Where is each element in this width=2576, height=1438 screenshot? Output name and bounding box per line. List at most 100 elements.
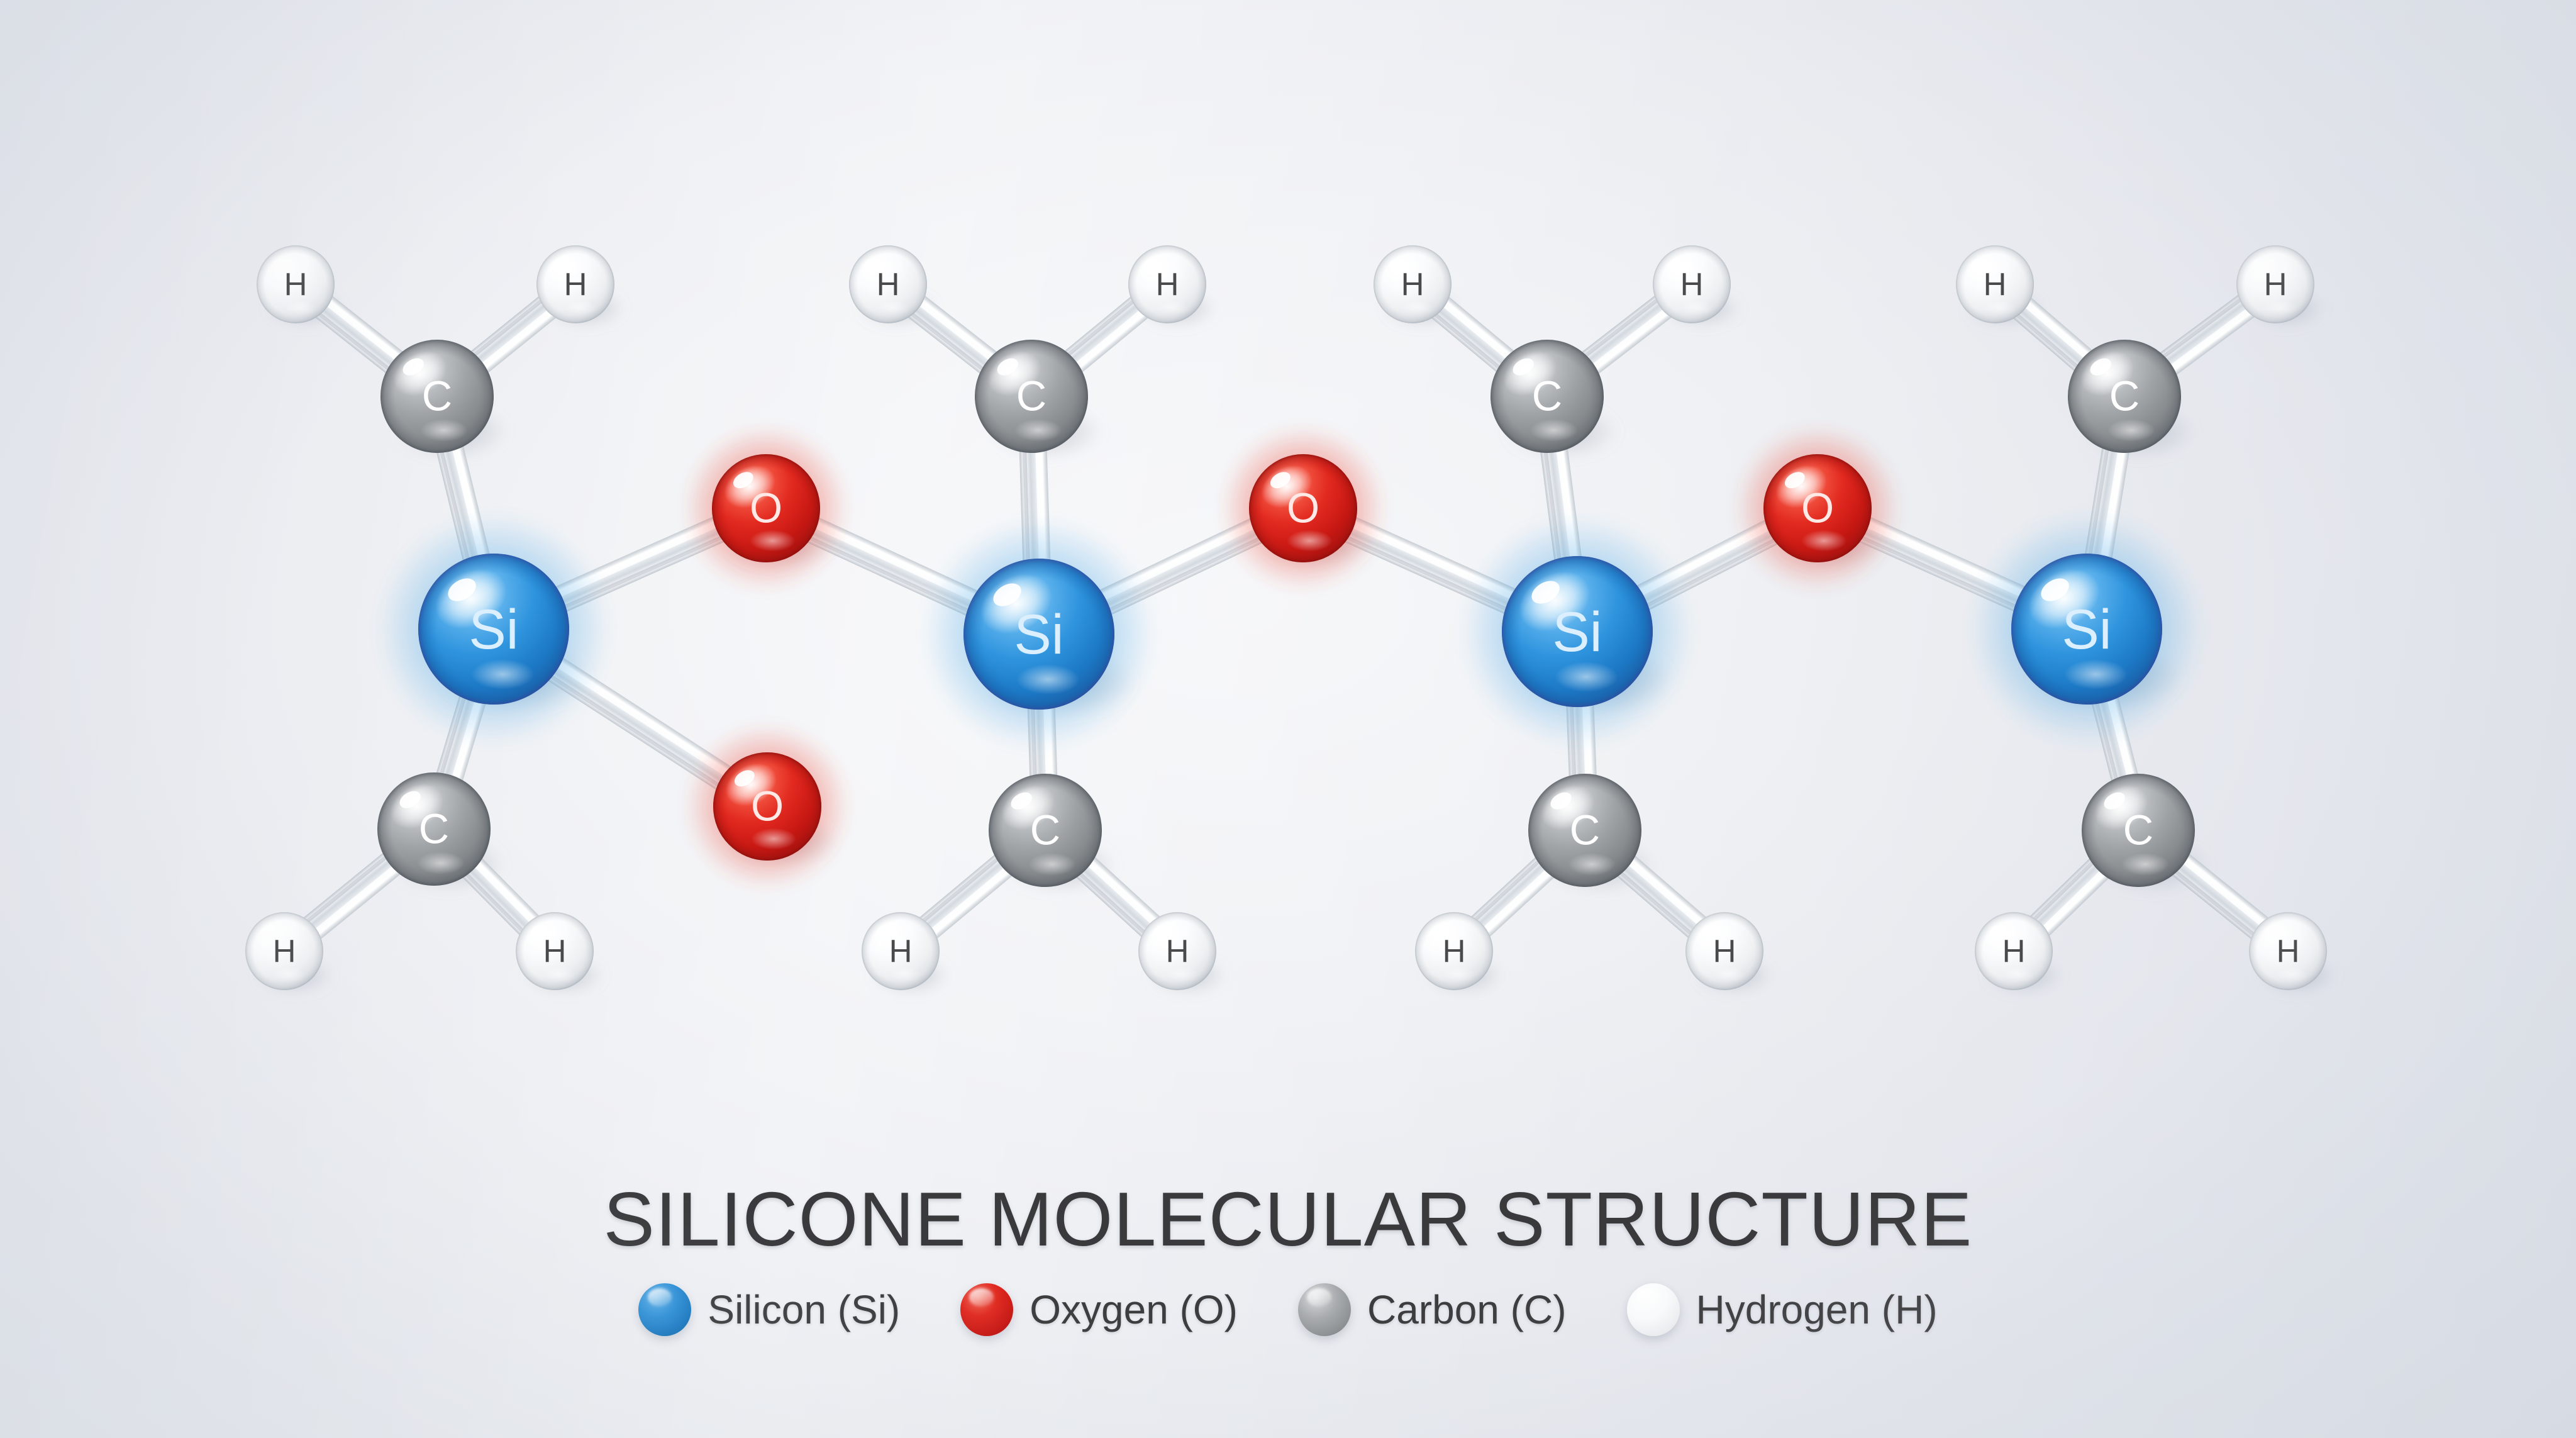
sphere-highlight xyxy=(1984,920,2021,951)
sphere-highlight xyxy=(980,574,1052,634)
atom-h[interactable]: H xyxy=(257,245,335,323)
atom-label: H xyxy=(564,267,587,303)
atom-label: H xyxy=(1680,267,1704,303)
atom-h[interactable]: H xyxy=(1956,245,2034,323)
atom-label: H xyxy=(2002,934,2026,969)
sphere-highlight xyxy=(1261,465,1313,508)
sphere-highlight xyxy=(1965,253,2002,284)
atom-label: O xyxy=(750,485,782,532)
atom-h[interactable]: H xyxy=(245,912,323,990)
atom-h[interactable]: H xyxy=(1685,912,1763,990)
legend-item-c[interactable]: Carbon (C) xyxy=(1297,1283,1567,1336)
atom-label: H xyxy=(1166,934,1189,969)
atom-label: C xyxy=(419,806,449,853)
sphere-highlight xyxy=(1137,253,1174,284)
atom-c[interactable]: C xyxy=(377,772,491,886)
sphere-highlight xyxy=(724,465,775,508)
atom-c[interactable]: C xyxy=(989,774,1102,887)
sphere-highlight xyxy=(1503,351,1557,396)
sphere-highlight xyxy=(725,763,777,806)
sphere-highlight xyxy=(2258,920,2295,951)
atom-h[interactable]: H xyxy=(2236,245,2314,323)
sphere-highlight xyxy=(2245,253,2282,284)
atom-si[interactable]: Si xyxy=(377,512,611,746)
legend: Silicon (Si) Oxygen (O) Carbon (C) Hydrogen… xyxy=(0,1283,2576,1336)
atom-h[interactable]: H xyxy=(1128,245,1206,323)
atom-si[interactable]: Si xyxy=(1970,512,2204,746)
atom-h[interactable]: H xyxy=(849,245,927,323)
atom-label: Si xyxy=(469,598,518,660)
sphere-highlight xyxy=(390,784,444,829)
atom-label: H xyxy=(1443,934,1466,969)
sphere-highlight xyxy=(1147,920,1184,951)
sphere-highlight xyxy=(1519,571,1591,632)
sphere-highlight xyxy=(1775,465,1827,508)
page-title: SILICONE MOLECULAR STRUCTURE xyxy=(603,1176,1973,1262)
atom-label: C xyxy=(1532,373,1562,420)
legend-item-o[interactable]: Oxygen (O) xyxy=(960,1283,1238,1336)
atom-h[interactable]: H xyxy=(1374,245,1452,323)
atom-c[interactable]: C xyxy=(975,340,1088,453)
atom-c[interactable]: C xyxy=(1491,340,1604,453)
legend-item-label: Hydrogen (H) xyxy=(1696,1287,1938,1332)
sphere-highlight xyxy=(870,920,908,951)
legend-item-label: Silicon (Si) xyxy=(708,1287,901,1332)
atom-label: Si xyxy=(1014,603,1063,666)
atom-label: H xyxy=(1401,267,1424,303)
atom-h[interactable]: H xyxy=(1653,245,1731,323)
atom-o[interactable]: O xyxy=(683,722,852,891)
atom-label: H xyxy=(2264,267,2287,303)
atom-label: H xyxy=(2277,934,2300,969)
atom-c[interactable]: C xyxy=(2082,774,2195,887)
atom-si[interactable]: Si xyxy=(922,517,1156,751)
atom-label: O xyxy=(1287,485,1319,532)
atom-h[interactable]: H xyxy=(1415,912,1493,990)
legend-item-label: Oxygen (O) xyxy=(1030,1287,1238,1332)
atom-label: H xyxy=(1713,934,1736,969)
atom-o[interactable]: O xyxy=(1219,424,1387,593)
atom-h[interactable]: H xyxy=(862,912,940,990)
atom-label: C xyxy=(422,373,452,420)
atom-h[interactable]: H xyxy=(516,912,594,990)
atom-h[interactable]: H xyxy=(2249,912,2327,990)
atom-c[interactable]: C xyxy=(380,340,494,453)
sphere-highlight xyxy=(435,569,507,629)
atom-label: C xyxy=(2123,807,2153,854)
atom-label: Si xyxy=(1552,600,1602,663)
atom-c[interactable]: C xyxy=(2068,340,2181,453)
atom-h[interactable]: H xyxy=(1138,912,1216,990)
atom-label: H xyxy=(273,934,296,969)
sphere-highlight xyxy=(1541,785,1595,830)
sphere-highlight xyxy=(545,253,582,284)
atom-label: H xyxy=(889,934,913,969)
atom-label: H xyxy=(284,267,308,303)
atom-label: H xyxy=(1156,267,1179,303)
sphere-highlight xyxy=(1424,920,1461,951)
atom-label: H xyxy=(877,267,900,303)
sphere-highlight xyxy=(265,253,303,284)
sphere-highlight xyxy=(858,253,895,284)
sphere-highlight xyxy=(525,920,562,951)
atom-label: C xyxy=(1570,807,1600,854)
atom-h[interactable]: H xyxy=(1975,912,2053,990)
atom-h[interactable]: H xyxy=(536,245,614,323)
legend-item-si[interactable]: Silicon (Si) xyxy=(638,1283,900,1336)
sphere-highlight xyxy=(2094,785,2148,830)
atom-o[interactable]: O xyxy=(1733,424,1902,593)
sphere-highlight xyxy=(987,351,1041,396)
atom-label: O xyxy=(751,783,784,830)
sphere-icon xyxy=(1297,1283,1351,1336)
sphere-highlight xyxy=(254,920,291,951)
atom-label: Si xyxy=(2062,598,2111,660)
atom-label: C xyxy=(1016,373,1046,420)
atom-si[interactable]: Si xyxy=(1460,515,1694,749)
atom-o[interactable]: O xyxy=(682,424,850,593)
legend-item-h[interactable]: Hydrogen (H) xyxy=(1626,1283,1938,1336)
sphere-highlight xyxy=(1694,920,1731,951)
sphere-highlight xyxy=(1662,253,1699,284)
atom-label: H xyxy=(1984,267,2007,303)
sphere-icon xyxy=(960,1283,1014,1336)
atom-c[interactable]: C xyxy=(1528,774,1641,887)
